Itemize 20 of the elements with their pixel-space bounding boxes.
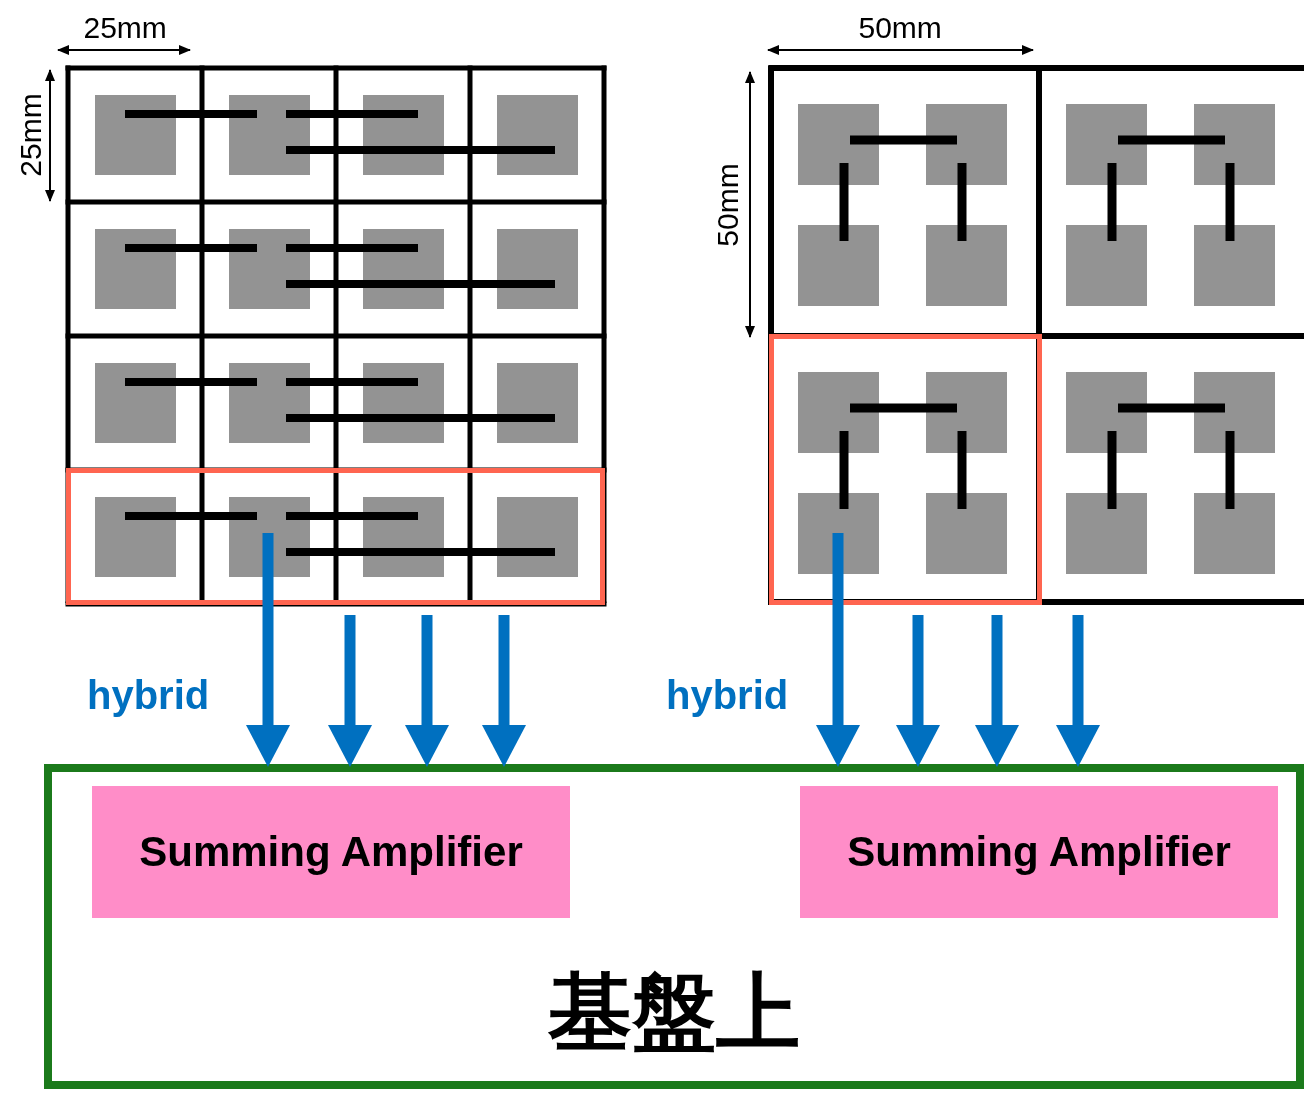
amplifier-box: Summing Amplifier [92,786,570,918]
annotation-label: hybrid [666,675,789,715]
arrow [246,533,290,767]
arrow [328,615,372,767]
highlight-box [66,468,605,605]
highlight-box [769,334,1042,605]
arrow [405,615,449,767]
arrow [482,615,526,767]
arrow [975,615,1019,767]
arrow [816,533,860,767]
arrow [1056,615,1100,767]
dimension-label: 50mm [858,13,942,43]
dimension-label: 25mm [15,93,46,177]
arrow [896,615,940,767]
board-label: 基盤上 [548,970,800,1054]
substrate-board [44,764,1304,1089]
annotation-label: hybrid [87,675,210,715]
dimension-label: 25mm [83,13,167,43]
dimension-label: 50mm [712,163,743,247]
amplifier-box: Summing Amplifier [800,786,1278,918]
